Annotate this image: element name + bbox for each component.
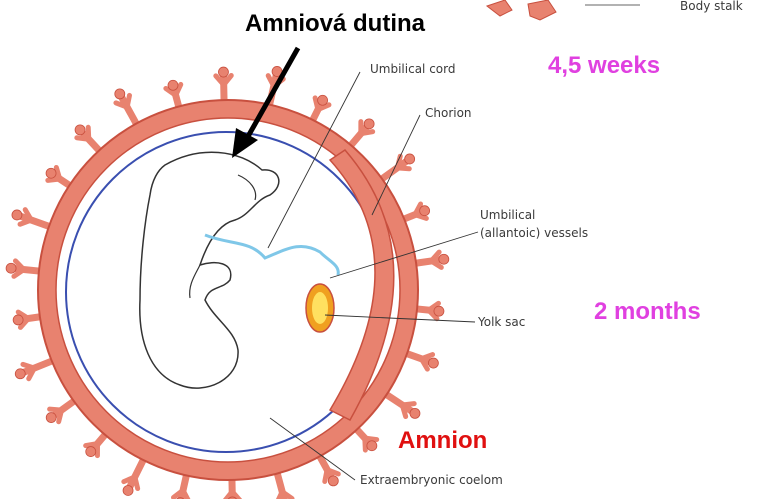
body-stalk-fragment (487, 0, 640, 20)
villus-tip (86, 447, 96, 457)
villus-branch (50, 409, 62, 410)
villus-branch (397, 168, 409, 169)
villus-tip (115, 89, 125, 99)
age-2-months-label: 2 months (594, 298, 701, 326)
yolk-sac-label: Yolk sac (478, 315, 525, 329)
umbilical-vessels-label-line1: Umbilical (480, 208, 535, 222)
villus-branch (402, 405, 405, 417)
villus-branch (365, 438, 366, 450)
villus-tip (434, 306, 444, 316)
villus-tip (168, 80, 178, 90)
chorion-label: Chorion (425, 106, 472, 120)
villus-tip (318, 95, 328, 105)
villus-branch (361, 132, 373, 134)
villus-branch (23, 364, 34, 368)
villus-tip (364, 119, 374, 129)
extraembryonic-coelom-label: Extraembryonic coelom (360, 473, 503, 487)
villus-branch (56, 167, 59, 179)
villus-tip (328, 476, 338, 486)
villus-tip (218, 67, 228, 77)
villus-tip (6, 263, 16, 273)
amnion-label: Amnion (398, 427, 487, 455)
villus-branch (88, 127, 89, 139)
villus-tip (46, 168, 56, 178)
villus-tip (15, 369, 25, 379)
villus-tip (13, 315, 23, 325)
villus-tip (75, 125, 85, 135)
villus-branch (325, 470, 327, 482)
villus-tip (367, 441, 377, 451)
villus-tip (123, 485, 133, 495)
amniotic-cavity-label: Amniová dutina (245, 10, 425, 38)
villus-tip (428, 358, 438, 368)
villus-branch (86, 444, 98, 446)
villus-branch (127, 95, 129, 107)
body-stalk-label: Body stalk (680, 0, 743, 13)
villus-branch (277, 492, 282, 499)
villus-tip (410, 408, 420, 418)
umbilical-cord-label: Umbilical cord (370, 62, 455, 76)
villus-tip (12, 210, 22, 220)
villus-tip (405, 154, 415, 164)
villus-tip (420, 206, 430, 216)
age-4-5-weeks-label: 4,5 weeks (548, 52, 660, 80)
umbilical-vessels-label-line2: (allantoic) vessels (480, 226, 588, 240)
villus-tip (439, 254, 449, 264)
villus-tip (46, 413, 56, 423)
yolk-sac-inner (312, 292, 328, 324)
